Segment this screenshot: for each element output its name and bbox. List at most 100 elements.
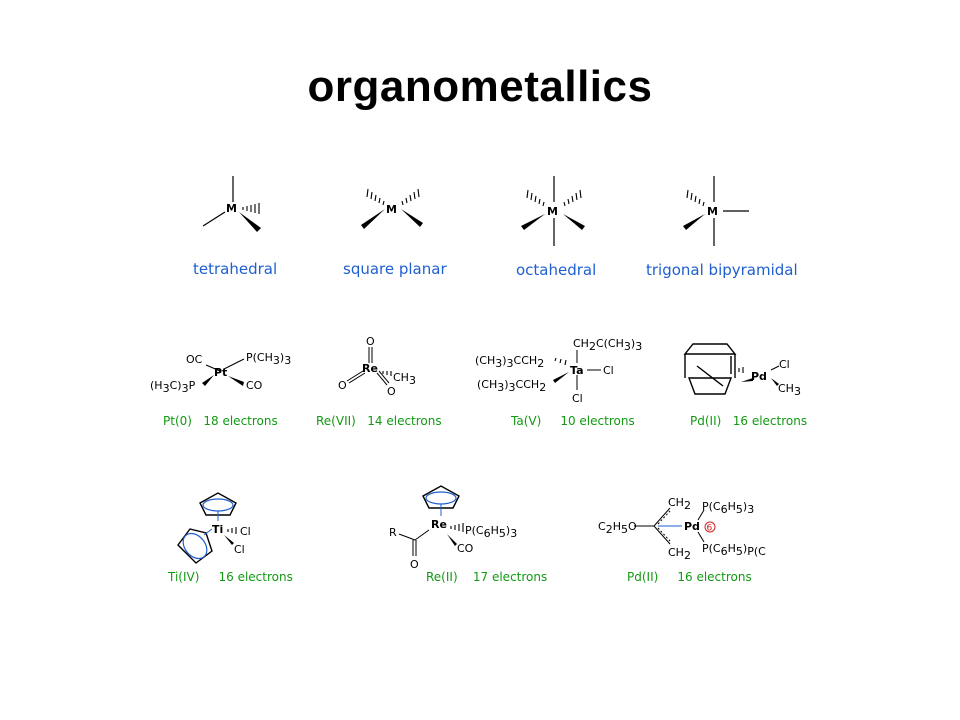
ligand-subscript: 3	[273, 354, 280, 367]
svg-text:P(CH3)3: P(CH3)3	[246, 351, 291, 367]
ligand-subscript: 2	[537, 357, 544, 370]
ta-complex-structure: CH2C(CH3)3 (CH3)3CCH2 (CH3)3CCH2 Ta Cl C…	[475, 337, 642, 405]
ligand-oc: OC	[186, 353, 203, 366]
slide-title: organometallics	[307, 62, 653, 111]
ligand-subscript: 3	[794, 385, 801, 398]
metal-atom: M	[386, 203, 397, 216]
svg-text:CH2: CH2	[668, 496, 691, 512]
ligand-subscript: 5	[621, 523, 628, 536]
svg-text:CH3: CH3	[778, 382, 801, 398]
ligand-o: O	[366, 335, 375, 348]
svg-text:P(C6H5)3: P(C6H5)3	[465, 524, 517, 540]
metal-atom: M	[547, 205, 558, 218]
ligand-cl: Cl	[779, 358, 790, 371]
re-vii-structure: O Re O O CH3	[338, 335, 416, 398]
ligand-subscript: 5	[499, 527, 506, 540]
ligand-text: CH	[778, 382, 794, 395]
compound-label-pd-allyl: Pd(II) 16 electrons	[627, 570, 752, 584]
ligand-text: )	[504, 378, 508, 391]
ligand-text: CH	[668, 546, 684, 559]
ligand-text: H	[491, 524, 499, 537]
metal-atom: Ta	[570, 364, 584, 377]
metal-atom: Pt	[214, 366, 227, 379]
ligand-text: (CH	[475, 354, 495, 367]
metal-atom: Re	[362, 362, 378, 375]
metal-atom: Pd	[751, 370, 767, 383]
ligand-subscript: 5	[736, 545, 743, 558]
ligand-cl: Cl	[240, 525, 251, 538]
ligand-text: CH	[573, 337, 589, 350]
ligand-text: )	[502, 354, 506, 367]
ligand-o: O	[387, 385, 396, 398]
svg-text:(CH3)3CCH2: (CH3)3CCH2	[477, 378, 546, 394]
ligand-subscript: 3	[284, 354, 291, 367]
pd-allyl-structure: 6 CH2 CH2 C2H5O Pd P(C6H5)3 P(C6H5)P(C	[598, 496, 766, 562]
ligand-co: CO	[457, 542, 474, 555]
ligand-subscript: 2	[606, 523, 613, 536]
svg-text:CH2C(CH3)3: CH2C(CH3)3	[573, 337, 642, 353]
ligand-subscript: 3	[635, 340, 642, 353]
compound-label-ti: Ti(IV) 16 electrons	[168, 570, 293, 584]
ligand-subscript: 2	[539, 381, 546, 394]
compound-label-pt: Pt(0) 18 electrons	[163, 414, 278, 428]
positive-charge: 6	[707, 524, 713, 534]
ligand-text: O	[628, 520, 637, 533]
ligand-o: O	[338, 379, 347, 392]
tetrahedral-structure: M	[202, 176, 261, 232]
compound-label-ta: Ta(V) 10 electrons	[511, 414, 635, 428]
ligand-subscript: 3	[182, 382, 189, 395]
ti-complex-structure: Ti Cl Cl	[177, 492, 251, 564]
svg-text:P(C6H5)P(C: P(C6H5)P(C	[702, 542, 766, 558]
ligand-r: R	[389, 526, 397, 539]
ligand-subscript: 3	[507, 357, 514, 370]
svg-text:C2H5O: C2H5O	[598, 520, 637, 536]
pt-complex-structure: OC Pt P(CH3)3 (H3C)3P CO	[150, 351, 291, 395]
ligand-subscript: 3	[497, 381, 504, 394]
ligand-text: C	[598, 520, 606, 533]
geometry-label-trigonal-bipyramidal: trigonal bipyramidal	[646, 261, 798, 279]
geometry-label-tetrahedral: tetrahedral	[193, 260, 278, 278]
svg-text:CH2: CH2	[668, 546, 691, 562]
compound-label-re-vii: Re(VII) 14 electrons	[316, 414, 442, 428]
ligand-text: (CH	[477, 378, 497, 391]
square-planar-structure: M	[361, 188, 423, 229]
compound-label-re-ii: Re(II) 17 electrons	[426, 570, 548, 584]
ligand-co: CO	[246, 379, 263, 392]
re-ii-structure: Re R O P(C6H5)3 CO	[389, 485, 517, 571]
svg-text:P(C6H5)3: P(C6H5)3	[702, 500, 754, 516]
ligand-text: P(C	[702, 500, 721, 513]
ligand-subscript: 3	[747, 503, 754, 516]
metal-atom: Pd	[684, 520, 700, 533]
ligand-text: )	[280, 351, 284, 364]
ligand-text: CCH	[516, 378, 540, 391]
ligand-text: )	[631, 337, 635, 350]
octahedral-structure: M	[521, 176, 585, 246]
metal-atom: M	[707, 205, 718, 218]
ligand-text: P	[189, 379, 196, 392]
ligand-subscript: 3	[409, 374, 416, 387]
geometry-label-octahedral: octahedral	[516, 261, 597, 279]
ligand-text: C(CH	[596, 337, 624, 350]
svg-text:CH3: CH3	[393, 371, 416, 387]
ligand-subscript: 6	[484, 527, 491, 540]
pd-diene-structure: Pd Cl CH3	[683, 343, 801, 398]
svg-text:(CH3)3CCH2: (CH3)3CCH2	[475, 354, 544, 370]
ligand-subscript: 2	[684, 499, 691, 512]
ligand-text: )	[743, 542, 747, 555]
ligand-text: C)	[170, 379, 182, 392]
ligand-text: CH	[393, 371, 409, 384]
ligand-subscript: 3	[510, 527, 517, 540]
geometry-label-square-planar: square planar	[343, 260, 447, 278]
ligand-text: P(CH	[246, 351, 273, 364]
ligand-text: (H	[150, 379, 163, 392]
ligand-subscript: 3	[495, 357, 502, 370]
ligand-subscript: 6	[721, 545, 728, 558]
ligand-o: O	[410, 558, 419, 571]
trigonal-bipyramidal-structure: M	[683, 176, 749, 246]
ligand-text: P(C	[465, 524, 484, 537]
ligand-text: )	[506, 524, 510, 537]
ligand-subscript: 2	[589, 340, 596, 353]
ligand-text: )	[743, 500, 747, 513]
ligand-cl: Cl	[603, 364, 614, 377]
ligand-subscript: 6	[721, 503, 728, 516]
